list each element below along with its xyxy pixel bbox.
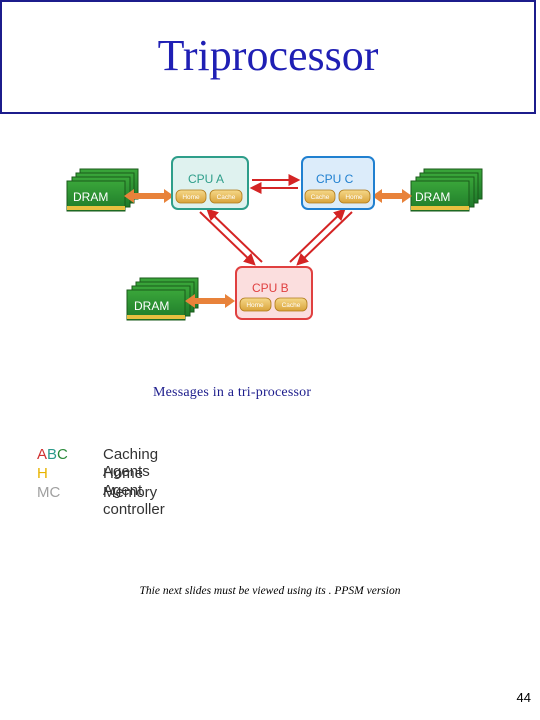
diagram-caption: Messages in a tri-processor bbox=[153, 385, 312, 400]
dram-right-label: DRAM bbox=[415, 190, 450, 204]
legend-abbr: ABC bbox=[37, 446, 68, 463]
dram-left: DRAM bbox=[66, 168, 139, 212]
legend-desc: Caching Agents bbox=[103, 446, 159, 480]
slide-title: Triprocessor bbox=[157, 31, 379, 80]
dram-bottom: DRAM bbox=[126, 277, 199, 321]
cpu-b-label: CPU B bbox=[252, 281, 289, 295]
cpu-c-label: CPU C bbox=[316, 172, 354, 186]
cpu-a-tag-cache: Cache bbox=[217, 194, 236, 201]
legend-abbr: MC bbox=[37, 484, 61, 501]
cpu-a-label: CPU A bbox=[188, 172, 224, 186]
cpu-b-tag-cache: Cache bbox=[282, 302, 301, 309]
title-box: Triprocessor bbox=[0, 0, 536, 114]
dram-left-label: DRAM bbox=[73, 190, 108, 204]
legend-desc: Memory controller bbox=[103, 484, 165, 518]
page-number: 44 bbox=[516, 690, 531, 705]
dram-right: DRAM bbox=[410, 168, 483, 212]
cpu-c-node: CPU C Cache Home bbox=[301, 156, 375, 210]
message-arrows bbox=[199, 174, 353, 266]
dram-links bbox=[124, 189, 412, 308]
cpu-c-tag-home: Home bbox=[345, 194, 363, 201]
slide-note: Thie next slides must be viewed using it… bbox=[139, 585, 401, 597]
legend-desc: Home Agent bbox=[103, 465, 144, 499]
legend-abbr: H bbox=[37, 465, 48, 482]
cpu-b-tag-home: Home bbox=[246, 302, 264, 309]
cpu-a-tag-home: Home bbox=[182, 194, 200, 201]
cpu-c-tag-cache: Cache bbox=[311, 194, 330, 201]
dram-bottom-label: DRAM bbox=[134, 299, 169, 313]
cpu-a-node: CPU A Home Cache bbox=[171, 156, 249, 210]
cpu-b-node: CPU B Home Cache bbox=[235, 266, 313, 320]
